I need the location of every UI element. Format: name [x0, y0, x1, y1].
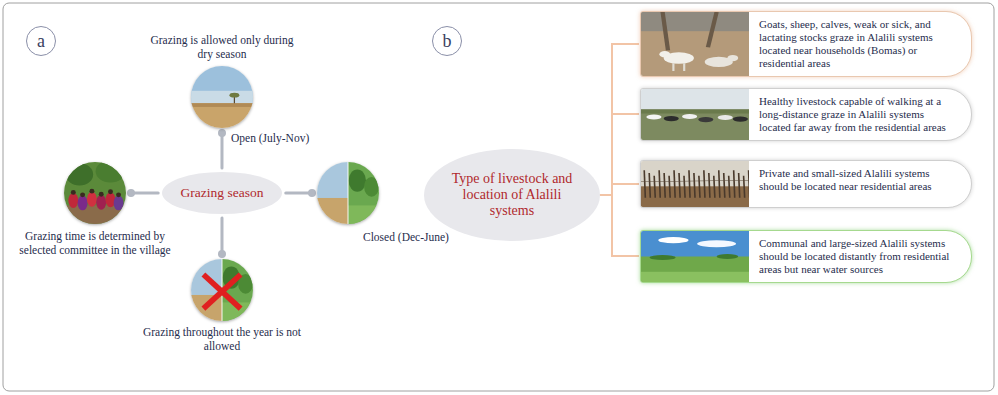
panel-letter-badge: a [26, 26, 56, 56]
panel-letter: a [37, 31, 45, 51]
season-circle: Grazing throughout the year is not allow… [191, 259, 253, 321]
rule-text: Communal and large-sized Alalili systems… [759, 231, 971, 282]
circle-caption: Closed (Dec-June) [363, 230, 449, 244]
photo-circle [317, 162, 379, 224]
circle-caption: Grazing throughout the year is not allow… [142, 325, 302, 353]
season-hub: Grazing season [162, 172, 282, 214]
branch-line [594, 184, 639, 195]
branch-connector [594, 114, 639, 195]
branch-connector [594, 184, 639, 195]
photo-circle [191, 259, 253, 321]
spoke-line [220, 218, 223, 254]
spoke-connector [286, 189, 316, 197]
spoke-dot [218, 250, 226, 258]
hub-text: Grazing season [181, 185, 264, 201]
rule-text: Private and small-sized Alalili systems … [759, 161, 971, 199]
rule-text: Healthy livestock capable of walking at … [759, 89, 971, 140]
hub-text: Type of livestock and location of Alalil… [448, 171, 576, 219]
spoke-dot [308, 189, 316, 197]
photo-circle [191, 66, 253, 128]
spoke-dot [127, 189, 135, 197]
photo-rect [641, 89, 749, 140]
branch-line [594, 114, 639, 195]
branch-line [594, 195, 639, 256]
rule-text: Goats, sheep, calves, weak or sick, and … [759, 12, 971, 76]
circle-caption: Open (July-Nov) [231, 131, 309, 145]
season-circle: Grazing is allowed only during dry seaso… [191, 66, 253, 128]
photo-rect [641, 161, 749, 207]
photo-rect [641, 12, 749, 76]
spoke-connector [127, 189, 158, 197]
spoke-line [220, 133, 223, 168]
circle-caption: Grazing time is determined by selected c… [17, 229, 173, 257]
photo-circle [64, 162, 126, 224]
spoke-line [131, 192, 158, 195]
spoke-dot [218, 129, 226, 137]
season-circle: Closed (Dec-June) [317, 162, 379, 224]
photo-rect [641, 231, 749, 282]
rule-box: Communal and large-sized Alalili systems… [640, 230, 972, 283]
spoke-connector [218, 129, 226, 168]
panel-letter-badge: b [432, 26, 462, 56]
rule-box: Healthy livestock capable of walking at … [640, 88, 972, 141]
branch-line [594, 44, 639, 195]
panel-letter: b [443, 31, 452, 51]
branch-connector [594, 195, 639, 256]
spoke-connector [218, 218, 226, 258]
circle-caption: Grazing is allowed only during dry seaso… [142, 33, 302, 61]
livestock-hub: Type of livestock and location of Alalil… [424, 149, 600, 241]
branch-connector [594, 44, 639, 195]
season-circle: Grazing time is determined by selected c… [64, 162, 126, 224]
rule-box: Goats, sheep, calves, weak or sick, and … [640, 11, 972, 77]
rule-box: Private and small-sized Alalili systems … [640, 160, 972, 208]
